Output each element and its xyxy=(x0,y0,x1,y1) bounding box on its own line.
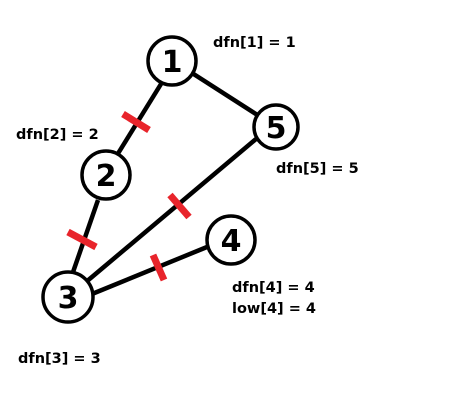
node-4-label: 4 xyxy=(221,224,242,259)
dfn-5-label: dfn[5] = 5 xyxy=(276,161,359,177)
dfn-4-label: dfn[4] = 4 xyxy=(232,280,315,296)
annotations: dfn[1] = 1 dfn[2] = 2 dfn[5] = 5 dfn[4] … xyxy=(16,35,359,367)
cut-marks xyxy=(66,111,192,282)
cut-mark-2-3 xyxy=(66,228,98,251)
node-3: 3 xyxy=(41,270,95,324)
node-3-circle xyxy=(41,270,95,324)
node-2-circle xyxy=(80,149,132,201)
dfn-2-label: dfn[2] = 2 xyxy=(16,127,99,143)
edge-3-5 xyxy=(84,137,258,284)
dfn-3-label: dfn[3] = 3 xyxy=(18,351,101,367)
node-5-label: 5 xyxy=(266,111,287,146)
edge-3-4 xyxy=(91,244,208,297)
cut-mark-3-4 xyxy=(149,253,168,282)
node-3-label: 3 xyxy=(58,281,79,316)
cut-mark-3-5 xyxy=(167,192,192,220)
cut-mark-1-2 xyxy=(121,111,151,133)
node-4-circle xyxy=(205,214,257,266)
node-4: 4 xyxy=(205,214,257,266)
node-5-circle xyxy=(252,103,300,151)
node-1: 1 xyxy=(146,35,198,87)
dfn-1-label: dfn[1] = 1 xyxy=(213,35,296,51)
edge-1-5 xyxy=(190,71,261,118)
node-1-label: 1 xyxy=(162,45,183,80)
low-4-label: low[4] = 4 xyxy=(232,301,316,317)
node-2: 2 xyxy=(80,149,132,201)
node-1-circle xyxy=(146,35,198,87)
node-2-label: 2 xyxy=(96,159,117,194)
node-5: 5 xyxy=(252,103,300,151)
